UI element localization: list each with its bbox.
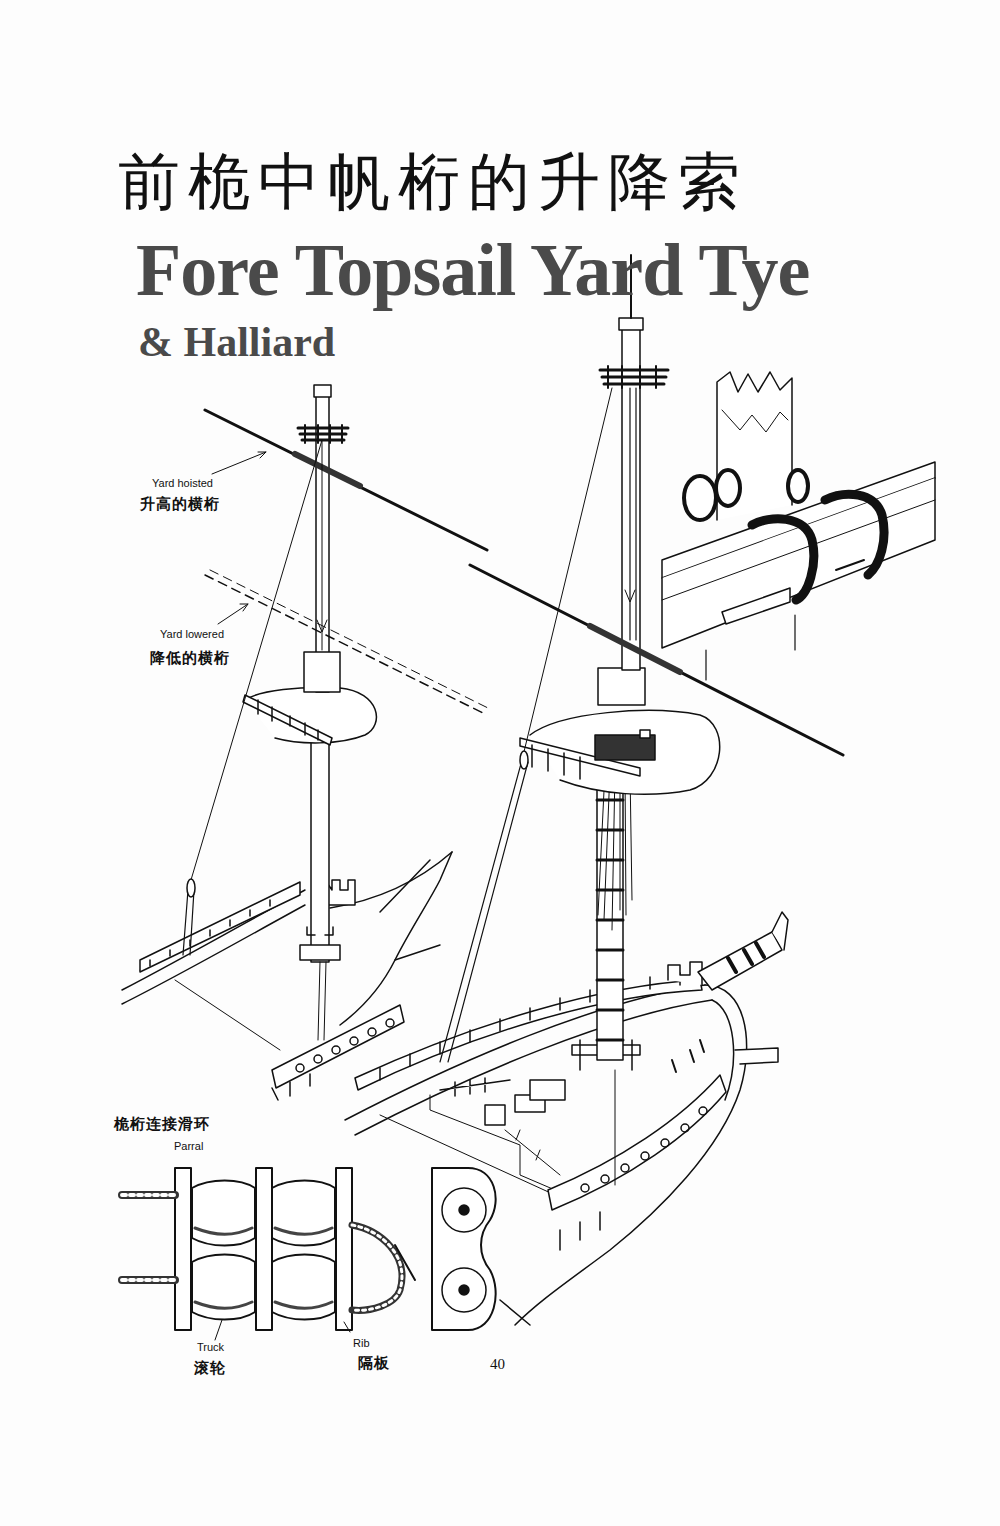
parral-detail (122, 1168, 496, 1340)
left-ship (122, 385, 490, 1100)
part-label: Yard lowered (160, 628, 224, 641)
chinese-title: 前桅中帆桁的升降索 (118, 146, 748, 217)
part-label: 桅桁连接滑环 (114, 1116, 210, 1133)
part-label: Truck (197, 1341, 224, 1354)
english-subtitle: & Halliard (138, 318, 335, 366)
page-number: 40 (490, 1356, 505, 1373)
english-title: Fore Topsail Yard Tye (136, 228, 809, 313)
part-label: Parral (174, 1140, 203, 1153)
part-label: Rib (353, 1337, 370, 1350)
part-label: 降低的横桁 (150, 650, 230, 667)
right-ship (345, 255, 843, 1325)
parral-inset (662, 372, 935, 680)
part-label: 升高的横桁 (140, 496, 220, 513)
part-label: Yard hoisted (152, 477, 213, 490)
part-label: 滚轮 (194, 1360, 226, 1377)
part-label: 隔板 (358, 1355, 390, 1372)
